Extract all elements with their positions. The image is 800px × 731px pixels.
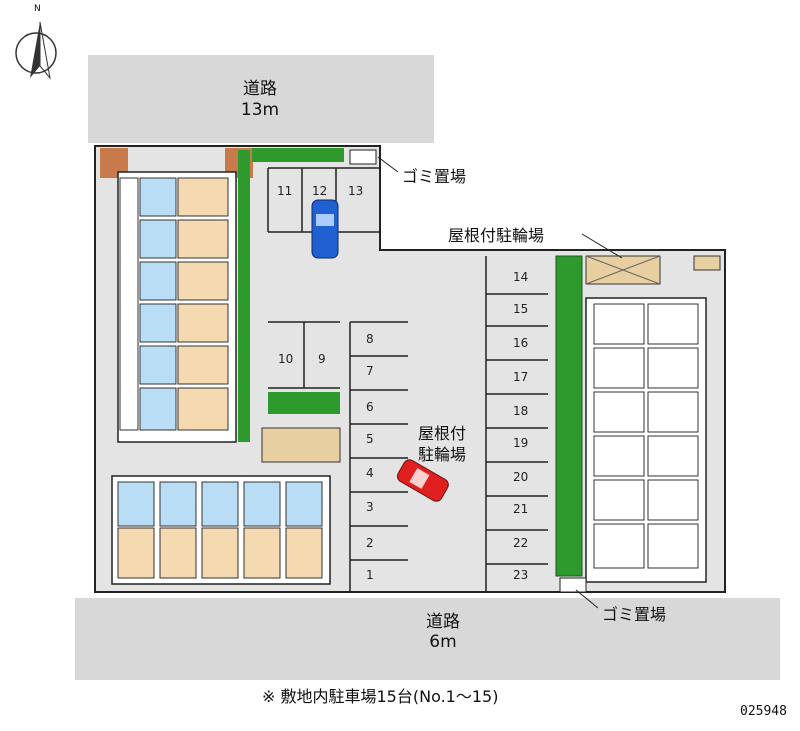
road-north-width: 13m xyxy=(240,100,280,120)
bike-shed-center xyxy=(261,427,341,463)
garbage-label-bottom: ゴミ置場 xyxy=(602,605,667,624)
slot-2: 2 xyxy=(366,536,374,550)
leader-garbage-bottom xyxy=(575,589,599,609)
red-car xyxy=(396,459,449,502)
footer-note: ※ 敷地内駐車場15台(No.1〜15) xyxy=(262,687,499,706)
slot-8: 8 xyxy=(366,332,374,346)
slot-23: 23 xyxy=(513,568,529,582)
green-strip-right xyxy=(555,255,583,577)
slot-10: 10 xyxy=(278,352,294,366)
bike-shed-label-center-1: 屋根付 xyxy=(418,424,467,443)
road-south xyxy=(75,598,780,680)
slot-15: 15 xyxy=(513,302,529,316)
road-north-name: 道路 xyxy=(243,79,277,99)
slot-9: 9 xyxy=(318,352,326,366)
blue-car xyxy=(311,199,339,259)
equipment-box xyxy=(693,255,721,271)
parking-area-1-8 xyxy=(349,321,408,592)
leader-garbage-top xyxy=(377,156,399,173)
bike-shed-label-center-2: 駐輪場 xyxy=(418,445,467,464)
slot-3: 3 xyxy=(366,500,374,514)
road-north xyxy=(88,55,434,143)
image-code: 025948 xyxy=(740,704,787,719)
left-building-rooms xyxy=(119,177,229,431)
garbage-box-top xyxy=(349,149,377,165)
green-strip-top xyxy=(252,148,344,162)
slot-7: 7 xyxy=(366,364,374,378)
compass-icon xyxy=(15,21,57,80)
green-strip-left xyxy=(238,150,250,442)
slot-21: 21 xyxy=(513,502,529,516)
slot-22: 22 xyxy=(513,536,529,550)
slot-6: 6 xyxy=(366,400,374,414)
slot-18: 18 xyxy=(513,404,529,418)
road-south-name: 道路 xyxy=(426,612,460,632)
bottom-left-rooms xyxy=(117,481,323,579)
slot-16: 16 xyxy=(513,336,529,350)
road-south-width: 6m xyxy=(429,632,457,652)
slot-12: 12 xyxy=(312,184,328,198)
blue-car-window xyxy=(316,214,334,226)
slot-1: 1 xyxy=(366,568,374,582)
leader-bike-right xyxy=(581,233,623,259)
slot-4: 4 xyxy=(366,466,374,480)
bike-shed-right-x2 xyxy=(585,255,661,285)
bike-shed-label-right: 屋根付駐輪場 xyxy=(448,226,545,245)
garbage-box-bottom xyxy=(559,577,587,593)
slot-20: 20 xyxy=(513,470,529,484)
slot-14: 14 xyxy=(513,270,529,284)
slot-5: 5 xyxy=(366,432,374,446)
slot-13: 13 xyxy=(348,184,364,198)
green-patch-center xyxy=(268,392,340,414)
garbage-label-top: ゴミ置場 xyxy=(402,167,467,186)
slot-19: 19 xyxy=(513,436,529,450)
parking-area-14-23 xyxy=(485,256,548,592)
slot-17: 17 xyxy=(513,370,529,384)
parking-area-9-10 xyxy=(268,321,340,389)
compass-north-label: N xyxy=(34,4,41,14)
right-building-rooms xyxy=(593,303,699,569)
slot-11: 11 xyxy=(277,184,293,198)
